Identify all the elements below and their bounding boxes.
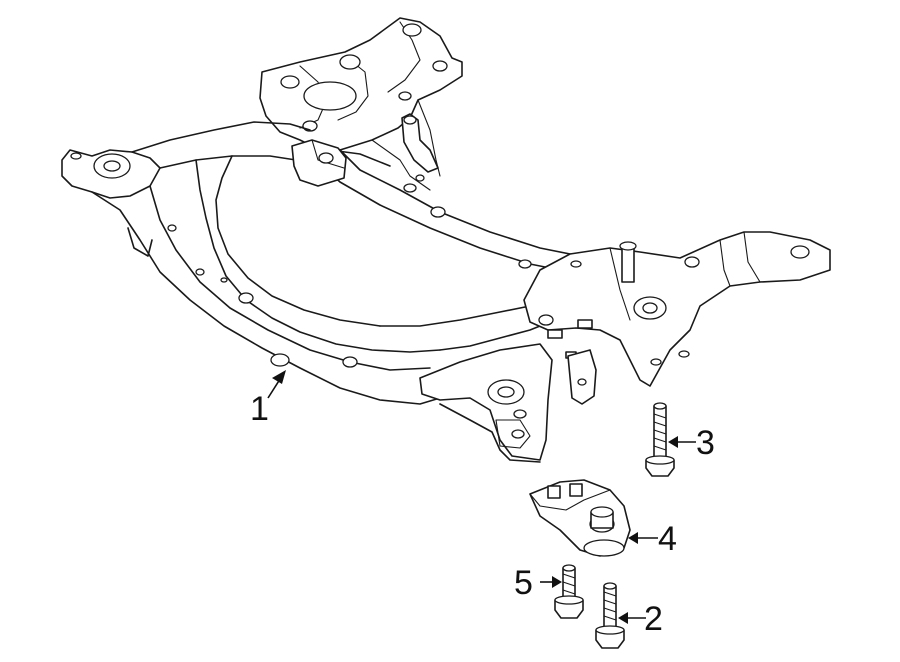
bolt-part-5 — [554, 564, 584, 619]
callout-leader-3 — [668, 436, 696, 448]
perimeter-frame-inner — [149, 185, 431, 371]
callout-label-2: 2 — [644, 600, 663, 638]
rear-upper-mount-tower — [259, 17, 463, 151]
perimeter-frame-outer — [91, 191, 441, 405]
callout-leader-2 — [618, 612, 646, 624]
callout-label-1: 1 — [250, 390, 269, 428]
front-right-mount-block — [419, 343, 553, 461]
callout-label-3: 3 — [696, 424, 715, 462]
right-side-rail — [339, 149, 731, 263]
lower-drop-bracket — [567, 349, 597, 405]
tower-stud — [621, 247, 635, 283]
callout-leader-4 — [628, 532, 658, 544]
callout-label-5: 5 — [514, 564, 533, 602]
bolt-part-3 — [645, 402, 675, 477]
callout-leader-1 — [267, 370, 286, 399]
bolt-part-2 — [595, 582, 625, 649]
crossmember-subframe — [61, 17, 831, 463]
callout-leader-5 — [540, 576, 562, 588]
center-clip-bracket — [291, 139, 347, 187]
callout-label-4: 4 — [658, 520, 677, 558]
mount-bracket-part-4 — [529, 479, 631, 557]
mid-cross-beam — [379, 305, 531, 327]
